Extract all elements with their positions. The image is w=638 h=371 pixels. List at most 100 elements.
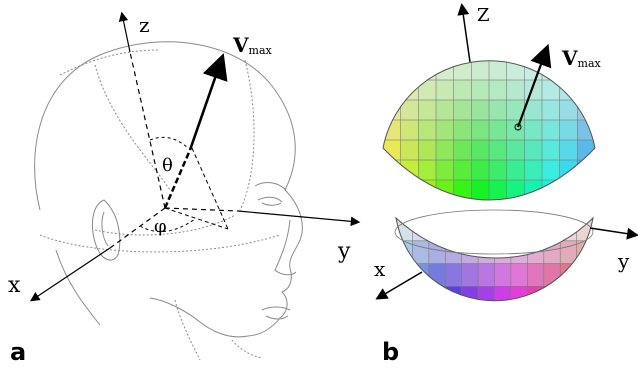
axis-z-label-b: Z <box>477 5 490 26</box>
sphere-bottom-patch <box>577 309 594 332</box>
projection-line <box>164 207 229 230</box>
sphere-bottom-patch <box>576 263 593 288</box>
axes-a <box>30 11 361 302</box>
y-axis-arrow <box>237 210 361 227</box>
sphere-bottom-patch <box>412 240 430 265</box>
sphere-bottom-patch <box>511 309 528 332</box>
sphere-top-patch <box>383 179 402 201</box>
sphere-top-patch <box>541 119 561 141</box>
sphere-bottom-patch <box>543 263 561 288</box>
sphere-top-patch <box>523 119 543 141</box>
y-axis-b <box>589 227 638 240</box>
sphere-bottom-rim <box>394 209 594 255</box>
sphere-bottom-patch <box>494 286 512 301</box>
sphere-bottom-patch <box>478 309 495 332</box>
sphere-top-patch <box>400 159 420 181</box>
sphere-top-patch <box>470 119 490 141</box>
sphere-bottom-patch <box>477 286 496 301</box>
panel-a: z y x θ φ Vmax a <box>8 11 361 366</box>
sphere-top-patch <box>470 60 490 81</box>
sphere-bottom-patch <box>444 218 463 242</box>
sphere-top-patch <box>435 99 455 121</box>
sphere-bottom-patch <box>428 218 446 242</box>
sphere-top-patch <box>400 179 420 201</box>
sphere-top-patch <box>400 119 420 141</box>
sphere-bottom-patch <box>412 286 430 301</box>
projection-drop <box>191 147 229 230</box>
panel-b: Z y x Vmax b <box>374 3 638 366</box>
sphere-bottom-patch <box>494 218 512 242</box>
sphere-bottom-patch <box>543 218 561 242</box>
sphere-top-patch <box>401 40 419 60</box>
sphere-bottom-patch <box>477 263 496 288</box>
sphere-top-patch <box>523 159 543 181</box>
sphere-top-patch <box>576 79 595 101</box>
sphere-top-patch <box>471 40 489 60</box>
sphere-top-patch <box>523 139 543 161</box>
sphere-bottom-patch <box>526 263 545 288</box>
sphere-top-patch <box>417 119 437 141</box>
sphere-bottom-patch <box>461 218 479 242</box>
sphere-top-patch <box>541 99 561 121</box>
sphere-top-patch <box>506 79 526 101</box>
sphere-top-patch <box>541 60 561 81</box>
sphere-bottom-hemisphere <box>394 209 594 332</box>
sphere-top-patch <box>489 40 507 60</box>
sphere-top-patch <box>576 179 595 201</box>
axis-y-label-b: y <box>617 249 630 273</box>
vmax-vector-b <box>516 43 552 128</box>
sphere-bottom-patch <box>559 263 578 288</box>
sphere-bottom-patch <box>543 286 561 301</box>
sphere-top-patch <box>488 119 508 141</box>
z-axis-dashed <box>129 51 166 209</box>
x-axis-dashed <box>109 207 166 249</box>
sphere-top-patch <box>506 139 526 161</box>
sphere-top-patch <box>383 79 402 101</box>
sphere-top-patch <box>470 179 490 201</box>
sphere-top-patch <box>400 139 420 161</box>
sphere-top-patch <box>506 60 526 81</box>
sphere-top-patch <box>383 60 402 81</box>
sphere-top-patch <box>488 79 508 101</box>
axis-z-label-a: z <box>139 13 150 37</box>
sphere-top-patch <box>453 119 473 141</box>
sphere-bottom-patch <box>477 218 496 242</box>
sphere-top-patch <box>453 139 473 161</box>
vmax-label-b: Vmax <box>561 46 602 70</box>
sphere-top-patch <box>453 159 473 181</box>
sphere-bottom-patch <box>444 263 463 288</box>
sphere-top-patch <box>559 119 579 141</box>
sphere-bottom-patch <box>494 263 512 288</box>
sphere-bottom-patch <box>461 263 479 288</box>
sphere-top-patch <box>488 179 508 201</box>
sphere-top-patch <box>435 179 455 201</box>
sphere-top-patch <box>417 79 437 101</box>
vmax-vector-dashed <box>163 149 192 209</box>
x-axis-arrow <box>30 247 111 302</box>
sphere-top-patch <box>418 40 436 60</box>
theta-label: θ <box>162 155 173 176</box>
sphere-top-patch <box>488 60 508 81</box>
sphere-bottom-patch <box>396 309 413 332</box>
sphere-top-patch <box>435 119 455 141</box>
sphere-top-patch <box>417 159 437 181</box>
sphere-top-patch <box>470 99 490 121</box>
sphere-bottom-patch <box>526 218 545 242</box>
sphere-bottom-patch <box>412 263 430 288</box>
x-axis-b <box>375 271 423 300</box>
sphere-top-patch <box>506 159 526 181</box>
axis-x-label-a: x <box>8 273 21 298</box>
sphere-bottom-patch <box>477 240 496 265</box>
sphere-bottom-patch <box>510 263 528 288</box>
sphere-top-patch <box>541 159 561 181</box>
sphere-top-patch <box>453 79 473 101</box>
sphere-top-patch <box>507 40 525 60</box>
sphere-top-patch <box>506 119 526 141</box>
sphere-bottom-patch <box>495 309 512 332</box>
sphere-bottom-patch <box>428 286 446 301</box>
sphere-bottom-patch <box>510 240 528 265</box>
sphere-top-patch <box>559 139 579 161</box>
sphere-top-patch <box>417 139 437 161</box>
sphere-top-patch <box>470 159 490 181</box>
